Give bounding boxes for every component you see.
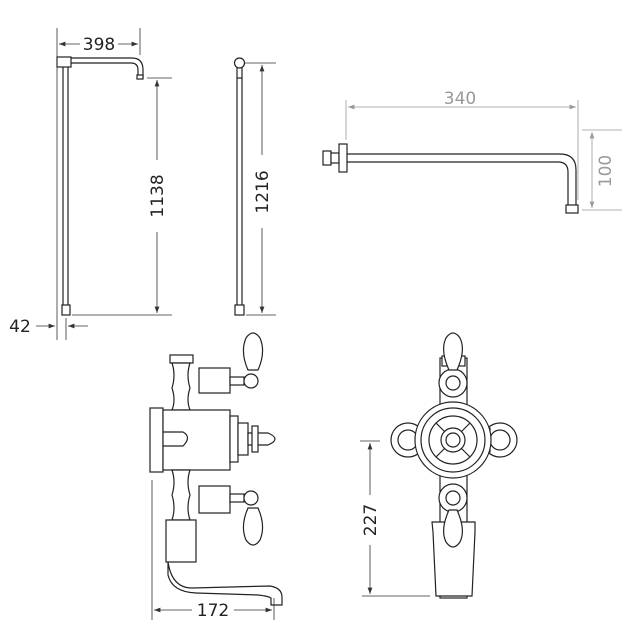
dimension-label-42: 42 <box>9 317 31 337</box>
dimension-398: 398 <box>56 28 141 340</box>
dimension-340: 340 <box>345 89 579 200</box>
slide-rail <box>233 57 246 316</box>
dimension-1216: 1216 <box>245 62 276 316</box>
dimension-1138: 1138 <box>72 77 172 316</box>
dimension-label-172: 172 <box>197 601 229 621</box>
dimension-label-340: 340 <box>444 89 476 109</box>
dimension-label-1138: 1138 <box>148 174 168 217</box>
dimension-227: 227 <box>360 440 430 597</box>
dimension-label-227: 227 <box>361 504 381 536</box>
dimension-172: 172 <box>151 480 275 621</box>
valve-front-view <box>390 332 518 599</box>
dimension-label-100: 100 <box>596 155 616 187</box>
shower-arm <box>322 143 579 214</box>
dimension-label-398: 398 <box>83 35 115 55</box>
valve-side-view <box>149 332 283 606</box>
dimension-100: 100 <box>582 129 622 211</box>
dimension-label-1216: 1216 <box>253 170 273 213</box>
dimension-42: 42 <box>9 317 88 340</box>
riser-pipe-with-arm <box>56 56 144 316</box>
